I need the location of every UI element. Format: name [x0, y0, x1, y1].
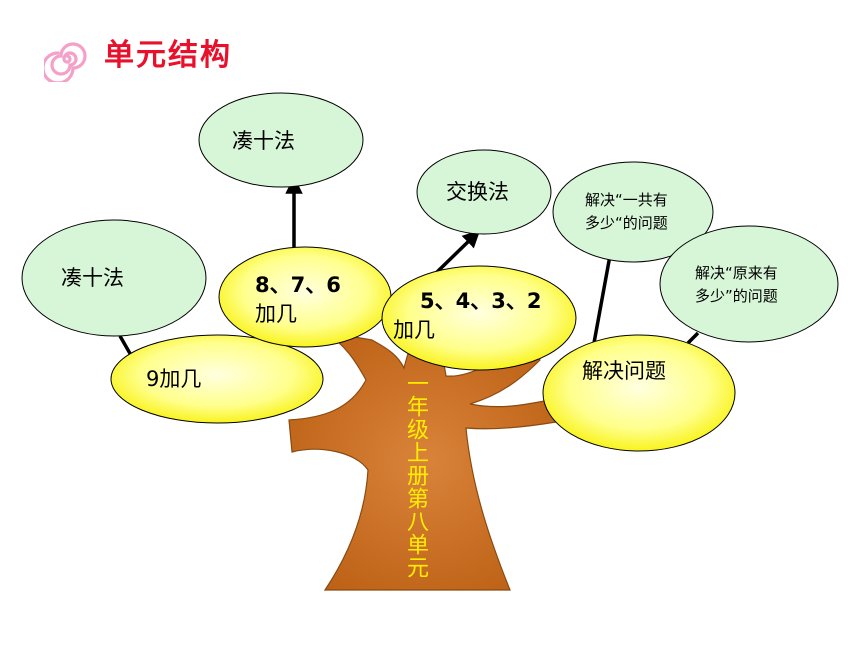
- node-nine: [110, 334, 324, 424]
- leaf-original-problem-line1: 解决“原来有: [695, 264, 778, 282]
- node-five-to-two-line1: 5、4、3、2: [420, 289, 542, 313]
- node-five-to-two-line2: 加几: [393, 318, 435, 342]
- node-problem-solving-label: 解决问题: [582, 359, 666, 383]
- leaf-original-problem: [659, 225, 839, 343]
- page-title: 单元结构: [104, 38, 232, 73]
- node-five-to-two: [381, 265, 577, 371]
- leaf-left-method-label: 凑十法: [61, 266, 124, 290]
- leaf-total-problem: [552, 161, 714, 263]
- leaf-left-method: [21, 219, 207, 337]
- leaf-exchange-method: [416, 149, 552, 235]
- node-eight-seven-six-line1: 8、7、6: [255, 273, 341, 297]
- arrow-problem-to-total: [592, 241, 619, 344]
- leaf-original-problem-line2: 多少”的问题: [695, 287, 778, 305]
- leaf-total-problem-line2: 多少“的问题: [585, 214, 668, 232]
- connector-problem-to-original: [686, 331, 700, 345]
- node-eight-seven-six-line2: 加几: [255, 302, 297, 326]
- spiral-icon: [41, 36, 90, 86]
- node-nine-label: 9加几: [146, 367, 202, 391]
- node-problem-solving: [542, 334, 736, 452]
- arrow-5432-to-exchange: [435, 229, 481, 274]
- leaf-total-problem-line1: 解决“一共有: [585, 191, 668, 209]
- leaf-exchange-method-label: 交换法: [446, 180, 509, 204]
- leaf-top-method: [198, 92, 364, 188]
- trunk-label: 一年级上册第八单元: [403, 372, 428, 579]
- leaf-top-method-label: 凑十法: [232, 129, 295, 153]
